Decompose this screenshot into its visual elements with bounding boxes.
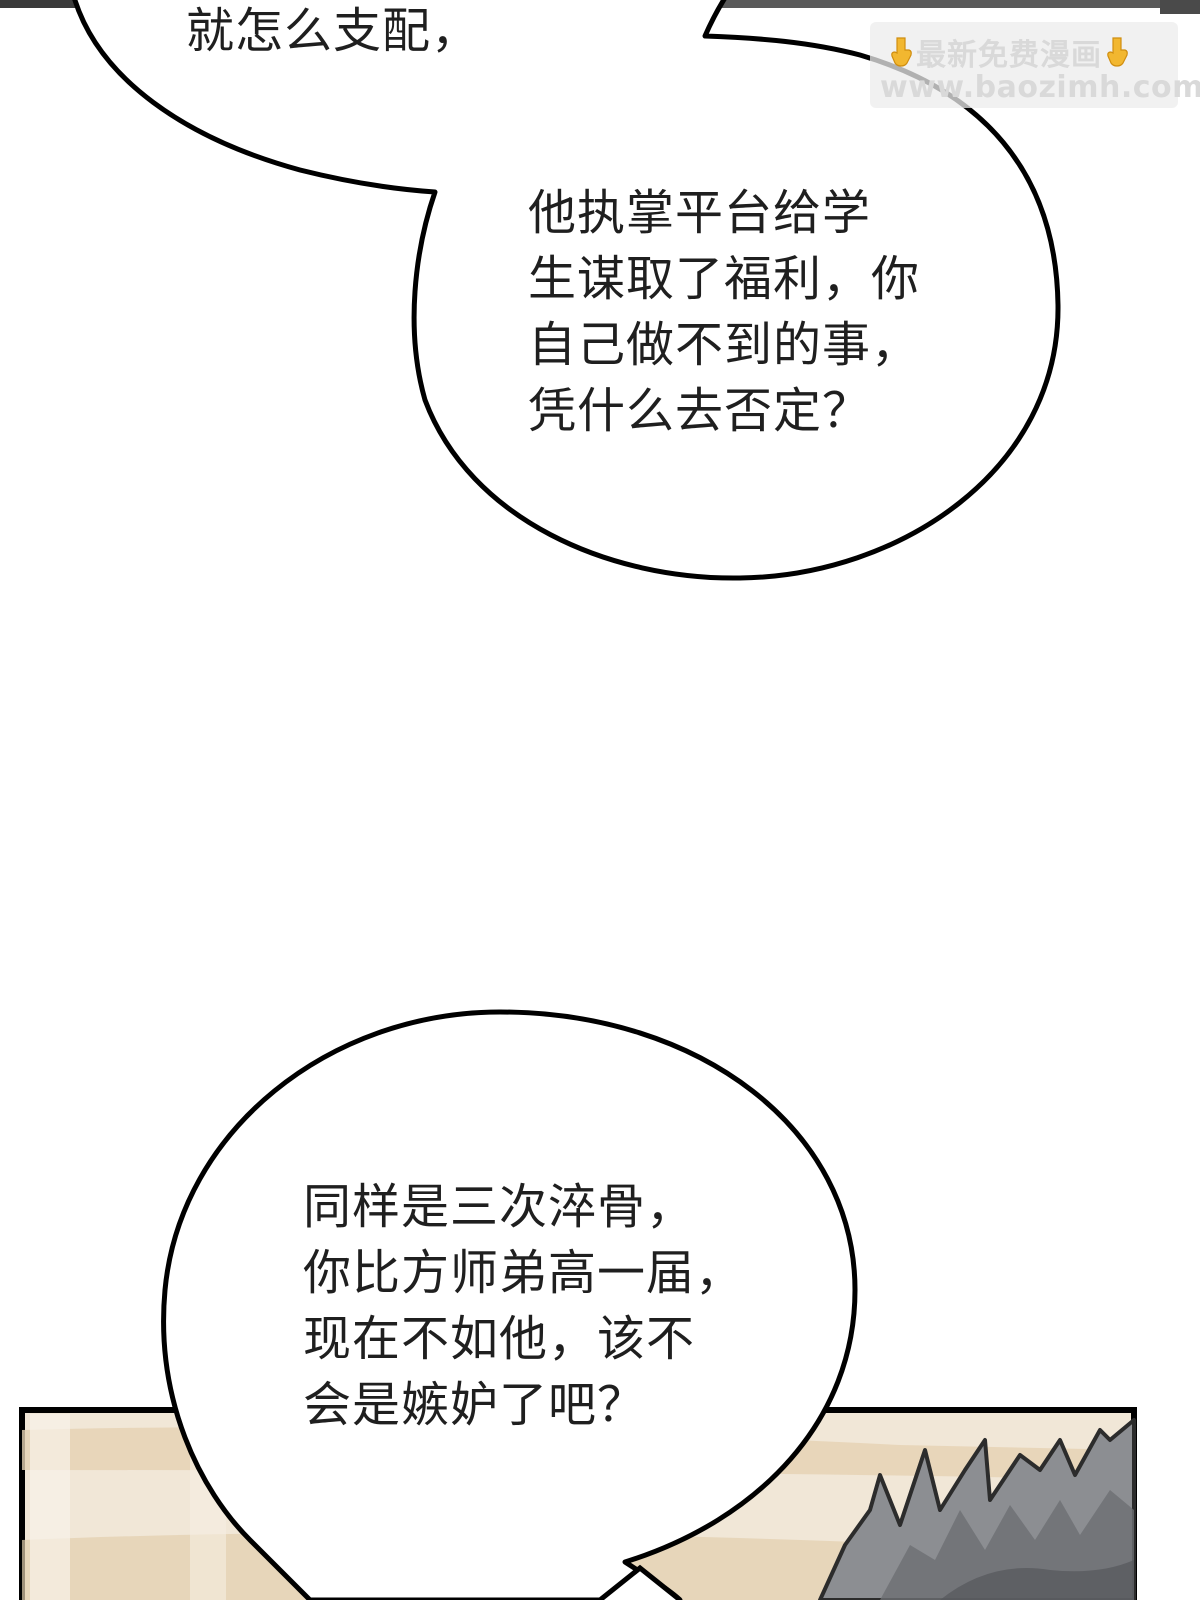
dialogue-line: 就怎么支配， bbox=[186, 3, 481, 59]
speech-bubble-top-text: 就怎么支配， bbox=[186, 0, 480, 62]
dialogue-line: 同样是三次淬骨， bbox=[303, 1179, 696, 1235]
watermark-title: 最新免费漫画 bbox=[916, 38, 1102, 73]
top-panel-edge bbox=[0, 0, 1200, 14]
dialogue-line: 自己做不到的事， bbox=[528, 317, 921, 373]
dialogue-line: 他执掌平台给学 bbox=[528, 185, 872, 241]
speech-bubble-bottom-text: 同样是三次淬骨， 你比方师弟高一届， 现在不如他，该不 会是嫉妒了吧？ bbox=[303, 1174, 744, 1438]
pointing-down-hand-icon bbox=[1107, 37, 1128, 67]
dialogue-line: 生谋取了福利，你 bbox=[528, 251, 921, 307]
pointing-down-hand-icon bbox=[891, 37, 912, 67]
watermark-title-row: 最新免费漫画 bbox=[888, 30, 1130, 74]
dialogue-line: 凭什么去否定？ bbox=[528, 383, 872, 439]
dialogue-line: 现在不如他，该不 bbox=[303, 1311, 696, 1367]
dialogue-line: 会是嫉妒了吧？ bbox=[303, 1377, 647, 1433]
dialogue-line: 你比方师弟高一届， bbox=[303, 1245, 745, 1301]
speech-bubble-middle-text: 他执掌平台给学 生谋取了福利，你 自己做不到的事， 凭什么去否定？ bbox=[528, 180, 920, 444]
site-watermark[interactable]: 最新免费漫画 www.baozimh.com bbox=[870, 22, 1200, 108]
speech-bubble-top bbox=[72, 0, 1061, 581]
watermark-url[interactable]: www.baozimh.com bbox=[880, 70, 1200, 105]
